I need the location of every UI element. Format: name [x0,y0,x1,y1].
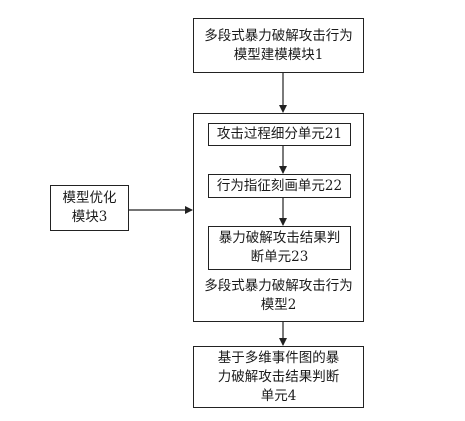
attack-process-unit-label: 攻击过程细分单元21 [216,126,343,142]
behavior-model-container [193,113,364,322]
attack-result-unit-label: 暴力破解攻击结果判 断单元23 [218,230,341,265]
attack-result-unit-box: 暴力破解攻击结果判 断单元23 [208,226,351,270]
attack-process-unit-box: 攻击过程细分单元21 [208,123,351,146]
event-graph-unit-label: 基于多维事件图的暴 力破解攻击结果判断 单元4 [217,349,340,404]
behavior-indicator-unit-label: 行为指征刻画单元22 [216,177,343,194]
event-graph-unit-box: 基于多维事件图的暴 力破解攻击结果判断 单元4 [193,346,364,408]
behavior-model-label: 多段式暴力破解攻击行为 模型2 [204,278,353,313]
modeling-module-label: 多段式暴力破解攻击行为 模型建模模块1 [204,27,353,63]
behavior-indicator-unit-box: 行为指征刻画单元22 [208,174,351,198]
modeling-module-box: 多段式暴力破解攻击行为 模型建模模块1 [193,18,364,73]
model-optimization-box: 模型优化 模块3 [50,185,129,231]
model-optimization-label: 模型优化 模块3 [62,190,117,225]
